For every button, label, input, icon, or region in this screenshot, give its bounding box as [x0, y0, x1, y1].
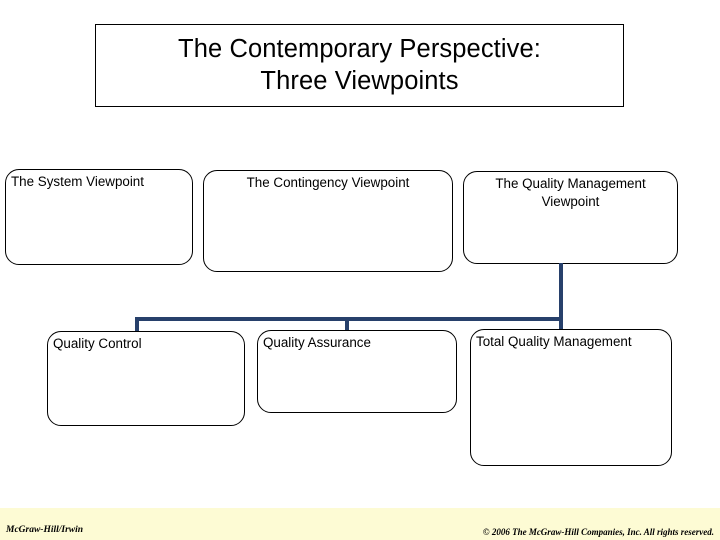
- concept-box-total-quality-management[interactable]: Total Quality Management: [470, 329, 672, 466]
- viewpoint-box-system[interactable]: The System Viewpoint: [5, 169, 193, 265]
- concept-label-total-quality-management: Total Quality Management: [476, 334, 632, 349]
- title-line-2: Three Viewpoints: [260, 66, 459, 95]
- viewpoint-label-system: The System Viewpoint: [11, 174, 144, 189]
- publisher-imprint: McGraw-Hill/Irwin: [6, 525, 84, 535]
- connector-drop-quality-control: [135, 317, 139, 335]
- slide-title-box: The Contemporary Perspective: Three View…: [95, 24, 624, 107]
- connector-horizontal-bus: [135, 317, 563, 321]
- slide-footer: McGraw-Hill/Irwin © 2006 The McGraw-Hill…: [0, 508, 720, 540]
- viewpoint-label-quality-management: The Quality Management Viewpoint: [495, 176, 646, 209]
- viewpoint-box-contingency[interactable]: The Contingency Viewpoint: [203, 170, 453, 272]
- page-title: The Contemporary Perspective: Three View…: [172, 34, 547, 96]
- concept-label-quality-control: Quality Control: [53, 336, 142, 351]
- connector-drop-quality-assurance: [345, 317, 349, 333]
- viewpoint-label-contingency: The Contingency Viewpoint: [246, 175, 410, 190]
- concept-box-quality-control[interactable]: Quality Control: [47, 331, 245, 426]
- connector-stem-quality-management: [559, 263, 563, 321]
- copyright-notice: © 2006 The McGraw-Hill Companies, Inc. A…: [482, 527, 714, 537]
- concept-label-quality-assurance: Quality Assurance: [263, 335, 371, 350]
- viewpoint-box-quality-management[interactable]: The Quality Management Viewpoint: [463, 171, 678, 264]
- concept-box-quality-assurance[interactable]: Quality Assurance: [257, 330, 457, 413]
- title-line-1: The Contemporary Perspective:: [178, 35, 541, 64]
- connector-drop-total-quality-management: [559, 317, 563, 333]
